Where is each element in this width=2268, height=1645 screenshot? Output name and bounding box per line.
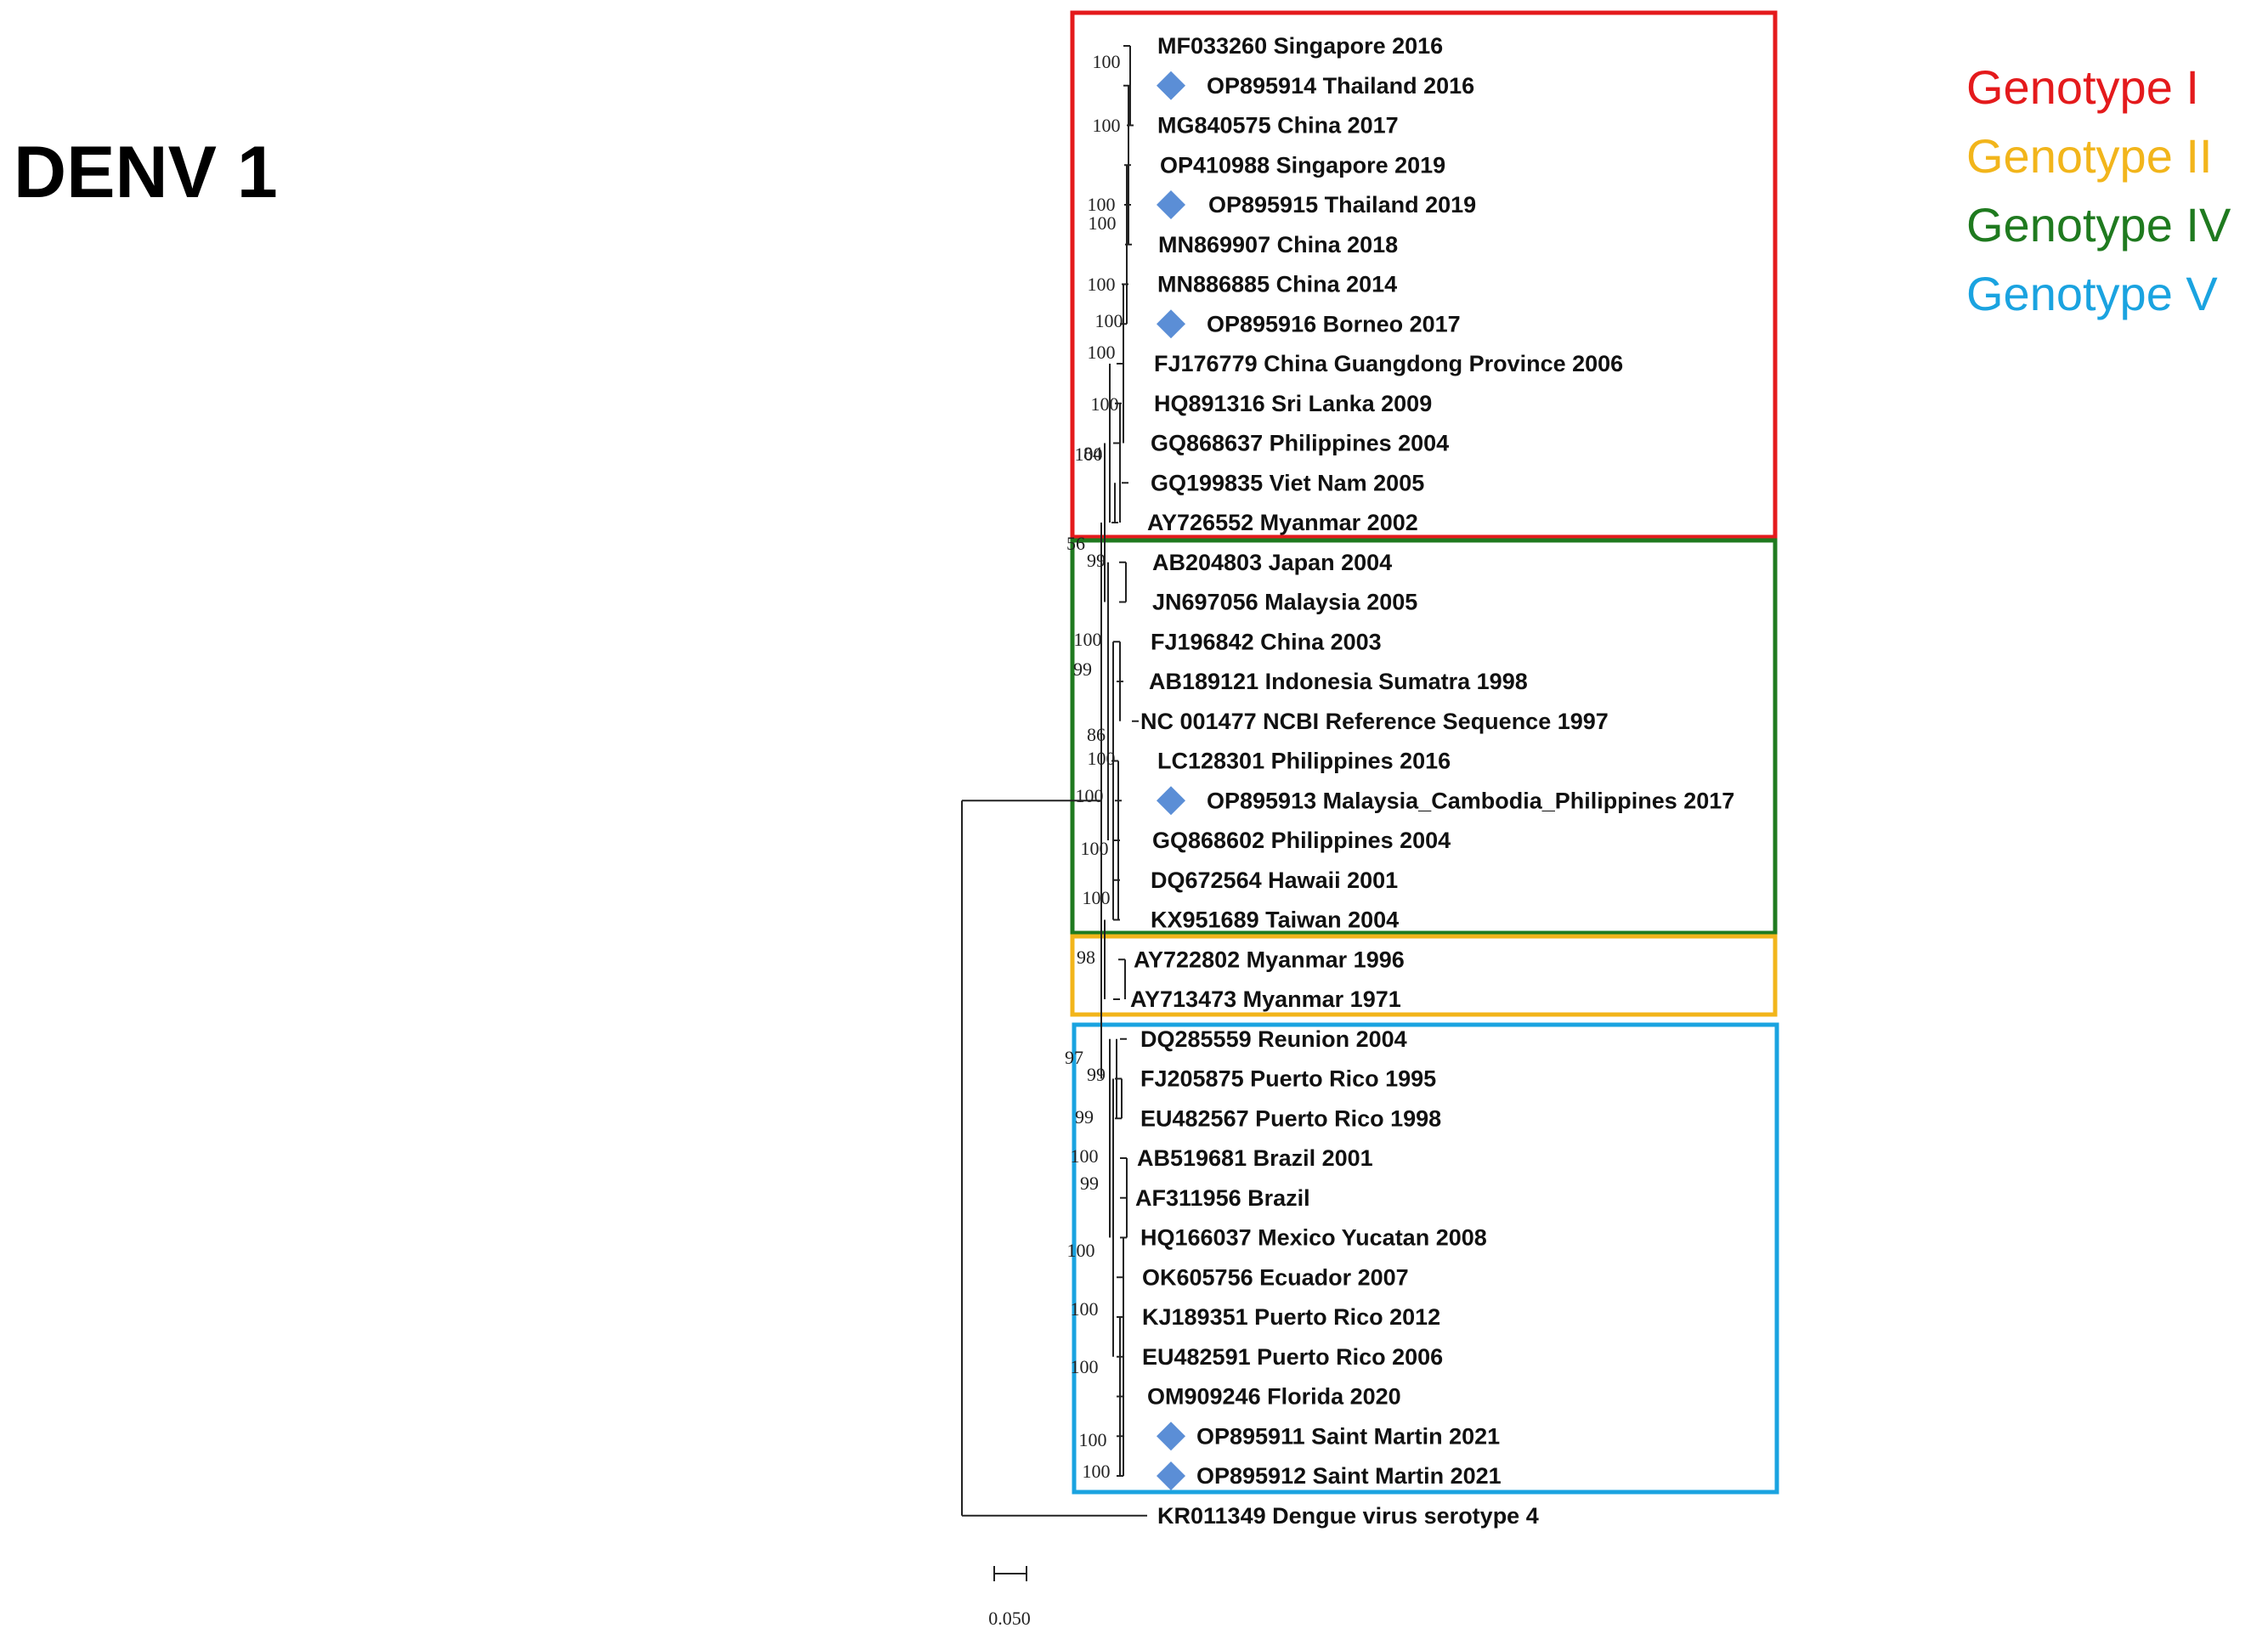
- bootstrap-label: 100: [1071, 1298, 1099, 1320]
- genotype-boxes: [1070, 10, 1779, 1495]
- bootstrap-label: 100: [1093, 115, 1121, 136]
- taxon-label: AB189121 Indonesia Sumatra 1998: [1149, 669, 1528, 694]
- taxon-label: DQ672564 Hawaii 2001: [1151, 868, 1398, 893]
- taxon-label: FJ205875 Puerto Rico 1995: [1140, 1066, 1436, 1092]
- genotype-box-genotype-iv: [1070, 538, 1778, 936]
- bootstrap-label: 100: [1089, 212, 1117, 234]
- legend-entry: Genotype I: [1966, 60, 2199, 114]
- taxon-label: AB204803 Japan 2004: [1152, 550, 1392, 575]
- bootstrap-label: 100: [1095, 310, 1123, 331]
- scale-bar: 0.050: [988, 1566, 1031, 1629]
- bootstrap-label: 100: [1074, 629, 1102, 650]
- bootstrap-label: 100: [1067, 1240, 1095, 1261]
- genotype-box-genotype-v: [1072, 1022, 1779, 1495]
- taxon-label: AY713473 Myanmar 1971: [1130, 986, 1401, 1012]
- bootstrap-label: 100: [1081, 838, 1109, 859]
- bootstrap-label: 100: [1071, 1145, 1099, 1167]
- taxon-label: MN886885 China 2014: [1157, 272, 1397, 297]
- bootstrap-label: 100: [1083, 1461, 1111, 1482]
- taxon-label: AY726552 Myanmar 2002: [1147, 510, 1418, 535]
- bootstrap-label: 100: [1079, 1429, 1107, 1450]
- bootstrap-label: 84: [1083, 443, 1102, 464]
- legend-entry: Genotype V: [1966, 267, 2218, 320]
- bootstrap-labels: 1001001001001001001001001008456991009986…: [1065, 51, 1123, 1482]
- taxon-label: KJ189351 Puerto Rico 2012: [1142, 1304, 1440, 1330]
- bootstrap-label: 100: [1076, 785, 1104, 806]
- taxon-label: OP895912 Saint Martin 2021: [1196, 1463, 1502, 1489]
- taxon-label: AF311956 Brazil: [1135, 1185, 1310, 1211]
- taxon-label: KR011349 Dengue virus serotype 4: [1157, 1503, 1539, 1529]
- taxon-label: OP895911 Saint Martin 2021: [1196, 1423, 1500, 1449]
- genotype-legend: Genotype I Genotype II Genotype IV Genotype…: [1966, 60, 2231, 320]
- diamond-marker-icon: [1157, 71, 1185, 100]
- highlight-markers: [1157, 71, 1185, 1490]
- taxon-label: OP410988 Singapore 2019: [1160, 152, 1445, 178]
- taxon-label: NC 001477 NCBI Reference Sequence 1997: [1140, 709, 1609, 734]
- bootstrap-label: 86: [1087, 724, 1106, 745]
- bootstrap-label: 99: [1075, 1106, 1094, 1128]
- legend-entry: Genotype IV: [1966, 198, 2231, 252]
- taxon-label: OP895916 Borneo 2017: [1207, 311, 1461, 336]
- taxon-label: GQ868602 Philippines 2004: [1152, 828, 1451, 853]
- diamond-marker-icon: [1157, 1422, 1185, 1451]
- taxon-label: OP895914 Thailand 2016: [1207, 73, 1474, 99]
- taxon-label: MF033260 Singapore 2016: [1157, 33, 1443, 59]
- taxon-label: AB519681 Brazil 2001: [1137, 1145, 1373, 1171]
- bootstrap-label: 100: [1091, 393, 1119, 415]
- taxon-label: OP895915 Thailand 2019: [1208, 192, 1476, 218]
- taxon-label: AY722802 Myanmar 1996: [1134, 947, 1405, 972]
- bootstrap-label: 100: [1088, 274, 1116, 295]
- taxon-label: LC128301 Philippines 2016: [1157, 749, 1451, 774]
- taxon-label: EU482567 Puerto Rico 1998: [1140, 1105, 1441, 1131]
- bootstrap-label: 100: [1083, 887, 1111, 908]
- diamond-marker-icon: [1157, 786, 1185, 816]
- diamond-marker-icon: [1157, 1461, 1185, 1490]
- taxon-label: MN869907 China 2018: [1158, 232, 1398, 257]
- taxon-label: KX951689 Taiwan 2004: [1151, 907, 1399, 933]
- taxon-label: HQ166037 Mexico Yucatan 2008: [1140, 1225, 1487, 1251]
- diamond-marker-icon: [1157, 309, 1185, 339]
- bootstrap-label: 100: [1088, 748, 1116, 769]
- bootstrap-label: 56: [1066, 533, 1085, 554]
- taxon-label: GQ199835 Viet Nam 2005: [1151, 470, 1424, 495]
- taxon-label: MG840575 China 2017: [1157, 113, 1399, 138]
- scale-bar-label: 0.050: [988, 1608, 1031, 1629]
- taxon-label: GQ868637 Philippines 2004: [1151, 431, 1449, 456]
- bootstrap-label: 100: [1093, 51, 1121, 72]
- taxon-label: JN697056 Malaysia 2005: [1152, 590, 1417, 615]
- taxon-label: OM909246 Florida 2020: [1147, 1384, 1401, 1410]
- bootstrap-label: 99: [1080, 1173, 1099, 1194]
- tree-branches: [961, 45, 1147, 1517]
- taxon-label: FJ196842 China 2003: [1151, 629, 1382, 654]
- bootstrap-label: 99: [1087, 1064, 1106, 1085]
- bootstrap-label: 99: [1073, 659, 1092, 680]
- diamond-marker-icon: [1157, 190, 1185, 219]
- taxon-label: HQ891316 Sri Lanka 2009: [1154, 391, 1432, 416]
- bootstrap-label: 100: [1088, 342, 1116, 363]
- bootstrap-label: 98: [1077, 947, 1095, 968]
- genotype-box-genotype-i: [1070, 10, 1778, 540]
- bootstrap-label: 97: [1065, 1047, 1083, 1068]
- taxon-label: OP895913 Malaysia_Cambodia_Philippines 2…: [1207, 788, 1734, 813]
- taxon-label: FJ176779 China Guangdong Province 2006: [1154, 351, 1623, 376]
- bootstrap-label: 100: [1071, 1356, 1099, 1377]
- legend-entry: Genotype II: [1966, 129, 2213, 183]
- taxon-label: OK605756 Ecuador 2007: [1142, 1264, 1409, 1290]
- bootstrap-label: 100: [1075, 444, 1103, 465]
- taxon-label: EU482591 Puerto Rico 2006: [1142, 1344, 1443, 1370]
- taxon-label: DQ285559 Reunion 2004: [1140, 1026, 1407, 1052]
- bootstrap-label: 99: [1087, 550, 1106, 571]
- panel-title: DENV 1: [14, 132, 278, 213]
- bootstrap-label: 100: [1088, 194, 1116, 215]
- genotype-box-genotype-ii: [1070, 934, 1778, 1017]
